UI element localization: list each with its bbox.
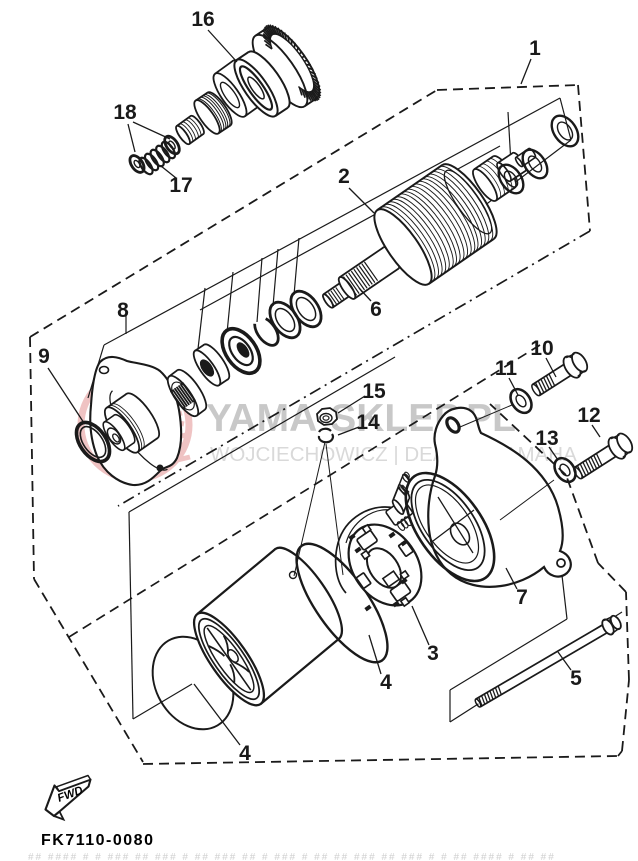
svg-text:11: 11 — [495, 357, 518, 380]
svg-text:10: 10 — [530, 337, 553, 360]
svg-text:17: 17 — [169, 174, 192, 197]
svg-text:4: 4 — [239, 742, 251, 765]
svg-text:14: 14 — [356, 411, 380, 434]
svg-text:7: 7 — [516, 586, 528, 609]
svg-text:12: 12 — [577, 404, 600, 427]
svg-text:18: 18 — [113, 101, 137, 124]
svg-text:4: 4 — [380, 671, 392, 694]
svg-text:8: 8 — [117, 299, 129, 322]
svg-text:3: 3 — [427, 642, 439, 665]
svg-text:6: 6 — [370, 298, 382, 321]
svg-text:1: 1 — [529, 37, 541, 60]
svg-text:2: 2 — [338, 165, 350, 188]
svg-text:15: 15 — [362, 380, 386, 403]
svg-text:13: 13 — [535, 427, 558, 450]
svg-text:FK7110-0080: FK7110-0080 — [41, 832, 154, 849]
svg-text:## #### # # ### ## ### # ## ##: ## #### # # ### ## ### # ## ### ## # ###… — [28, 852, 556, 861]
svg-text:5: 5 — [570, 667, 582, 690]
svg-text:9: 9 — [38, 345, 50, 368]
svg-text:16: 16 — [191, 8, 214, 31]
